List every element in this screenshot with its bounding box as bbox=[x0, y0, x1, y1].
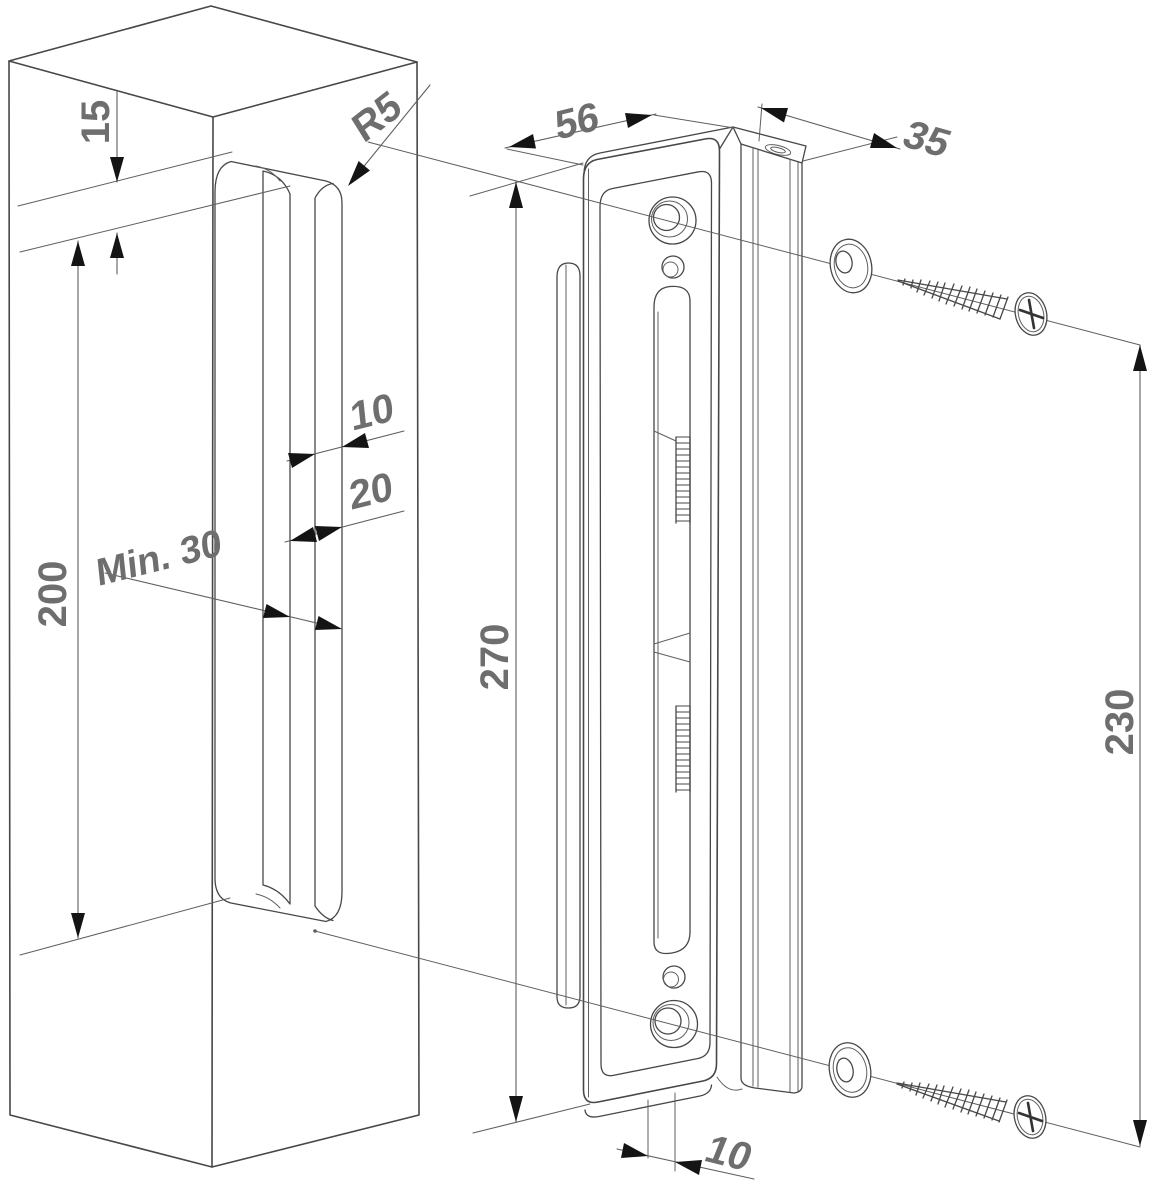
dim-bottom-offset: 10 bbox=[616, 1092, 759, 1180]
dim-slot-outer-width: 20 bbox=[284, 463, 405, 543]
keeper-cover-plate bbox=[582, 126, 734, 1118]
phillips-cross-icon bbox=[1018, 298, 1045, 330]
screw-axis-lines bbox=[313, 141, 1141, 1148]
dim-label-15: 15 bbox=[74, 100, 118, 145]
keeper-pocket bbox=[556, 262, 581, 1009]
dim-label-min-30: Min. 30 bbox=[94, 521, 223, 595]
dim-label-10-bottom: 10 bbox=[699, 1127, 759, 1180]
dim-label-35: 35 bbox=[896, 112, 957, 166]
screw-top bbox=[897, 278, 1048, 336]
mortise-slot bbox=[214, 160, 343, 923]
dim-slot-inner-width: 10 bbox=[286, 384, 405, 468]
dim-label-270: 270 bbox=[473, 624, 517, 691]
washer-top bbox=[829, 238, 873, 294]
dim-slot-height: 200 bbox=[19, 240, 231, 956]
dim-label-20: 20 bbox=[347, 463, 395, 519]
dim-post-top-to-slot: 15 bbox=[17, 91, 291, 275]
dim-label-10-mid: 10 bbox=[348, 384, 396, 440]
serrated-rack-bottom bbox=[675, 705, 691, 793]
cover-screw-hole-bottom bbox=[649, 999, 699, 1049]
serrated-rack-top bbox=[675, 436, 691, 524]
dim-screw-spacing: 230 bbox=[1098, 344, 1147, 1147]
cover-pin-hole-top bbox=[661, 255, 685, 279]
cover-pin-hole-bottom bbox=[662, 965, 686, 989]
screw-bottom bbox=[896, 1081, 1047, 1139]
keeper-mounting-profile bbox=[716, 126, 807, 1094]
dim-label-r5: R5 bbox=[345, 83, 409, 152]
dim-label-56: 56 bbox=[553, 93, 601, 149]
cover-adjustment-slot bbox=[653, 285, 691, 955]
dim-label-200: 200 bbox=[31, 561, 75, 628]
washer-bottom bbox=[828, 1042, 872, 1098]
dim-keeper-height: 270 bbox=[469, 162, 591, 1134]
dim-label-230: 230 bbox=[1098, 689, 1142, 756]
wooden-post bbox=[8, 5, 420, 1168]
phillips-cross-icon bbox=[1017, 1101, 1044, 1133]
dim-cover-width: 56 bbox=[504, 93, 735, 166]
